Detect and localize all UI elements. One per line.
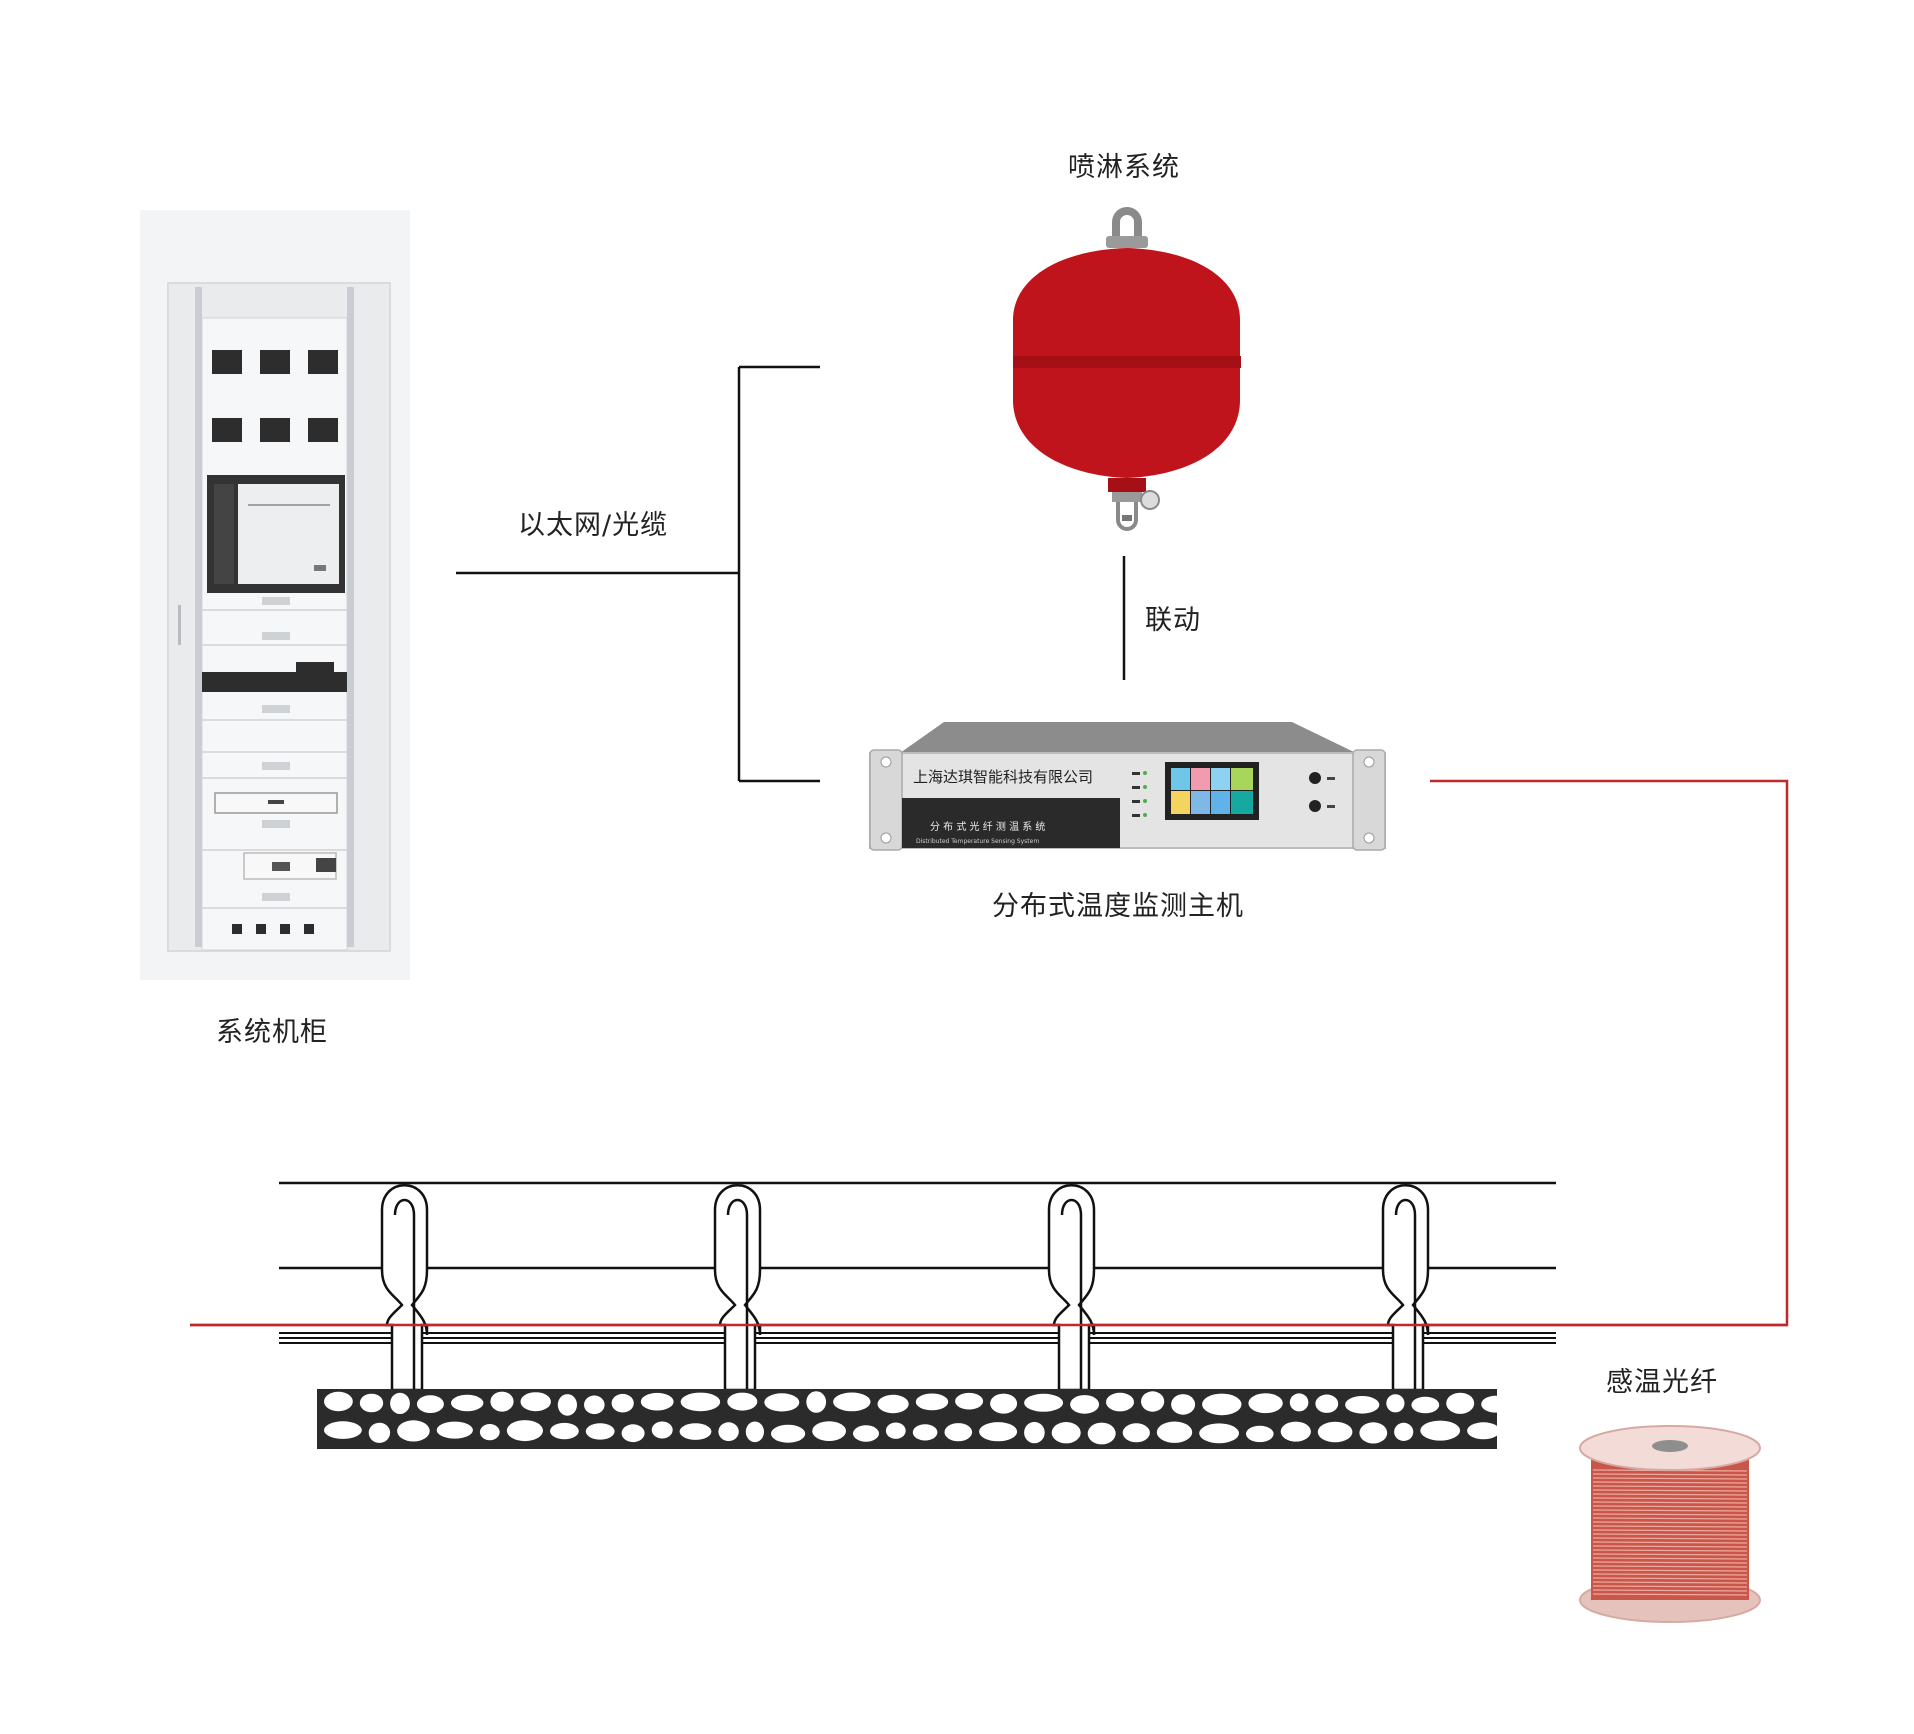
- tray-support-1: [380, 1184, 429, 1392]
- sprinkler-device: [1013, 207, 1241, 531]
- label-linkage: 联动: [1145, 605, 1201, 636]
- label-sprinkler-system: 喷淋系统: [1068, 152, 1180, 183]
- cabinet-monitor: [207, 475, 345, 593]
- host-status-leds: [1132, 771, 1147, 817]
- label-temperature-host: 分布式温度监测主机: [992, 891, 1244, 922]
- label-system-cabinet: 系统机柜: [216, 1017, 328, 1048]
- host-panel-title: 分 布 式 光 纤 测 温 系 统: [930, 820, 1045, 833]
- host-company-name: 上海达琪智能科技有限公司: [913, 768, 1093, 786]
- network-connector: [456, 365, 820, 783]
- label-sensing-fiber: 感温光纤: [1606, 1367, 1718, 1398]
- tray-support-2: [713, 1184, 762, 1392]
- sensing-fiber-line: [190, 779, 1789, 1327]
- host-panel-subtitle: Distributed Temperature Sensing System: [916, 838, 1039, 845]
- tray-support-4: [1381, 1184, 1430, 1392]
- system-cabinet: [140, 210, 410, 980]
- host-buttons: [1309, 772, 1335, 812]
- cable-tray: [190, 1181, 1787, 1449]
- fiber-spool: [1579, 1425, 1761, 1623]
- cabinet-indicators: [212, 350, 338, 442]
- tray-support-3: [1047, 1184, 1096, 1392]
- temperature-host-device: 上海达琪智能科技有限公司 分 布 式 光 纤 测 温 系 统 Distribut…: [869, 722, 1386, 851]
- gravel-ground: [317, 1389, 1510, 1449]
- label-ethernet-fiber: 以太网/光缆: [518, 510, 669, 541]
- host-display-screen: [1165, 762, 1259, 820]
